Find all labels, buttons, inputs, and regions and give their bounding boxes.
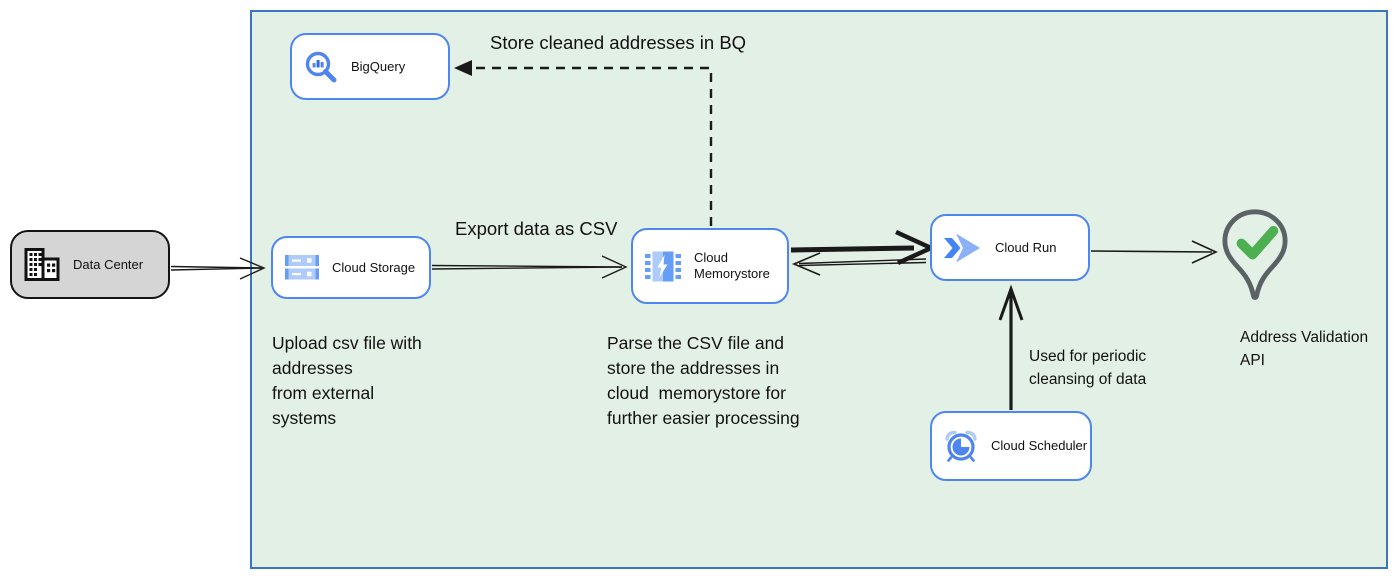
gcp-boundary-box — [250, 10, 1388, 569]
node-label: Data Center — [73, 256, 144, 272]
bigquery-icon — [305, 51, 337, 82]
node-cloud-storage: Cloud Storage — [271, 236, 431, 299]
cloud-run-icon — [944, 233, 980, 262]
node-label: Cloud Memorystore — [694, 250, 770, 281]
node-data-center: Data Center — [10, 230, 170, 299]
node-label: Cloud Scheduler — [991, 438, 1088, 453]
note-upload-csv: Upload csv file with addresses from exte… — [272, 333, 422, 428]
map-pin-check-icon — [1222, 209, 1288, 300]
address-validation-label: Address Validation API — [1240, 329, 1369, 369]
node-label: Cloud Storage — [332, 259, 416, 275]
node-cloud-memorystore: Cloud Memorystore — [631, 228, 789, 304]
node-cloud-run: Cloud Run — [930, 214, 1090, 281]
memorystore-icon — [645, 251, 681, 281]
edge-label-export-csv: Export data as CSV — [455, 218, 618, 239]
node-label: Cloud Run — [995, 239, 1057, 255]
building-icon — [24, 248, 60, 281]
cloud-storage-icon — [285, 254, 319, 279]
edge-label-periodic: Used for periodic cleansing of data — [1029, 348, 1147, 388]
note-parse-csv: Parse the CSV file and store the address… — [607, 333, 800, 428]
node-address-validation — [1221, 208, 1289, 313]
node-cloud-scheduler: Cloud Scheduler — [930, 411, 1092, 481]
node-label: BigQuery — [351, 58, 406, 74]
alarm-clock-icon — [945, 430, 977, 462]
node-bigquery: BigQuery — [290, 33, 450, 100]
edge-label-store-bq: Store cleaned addresses in BQ — [490, 32, 747, 53]
